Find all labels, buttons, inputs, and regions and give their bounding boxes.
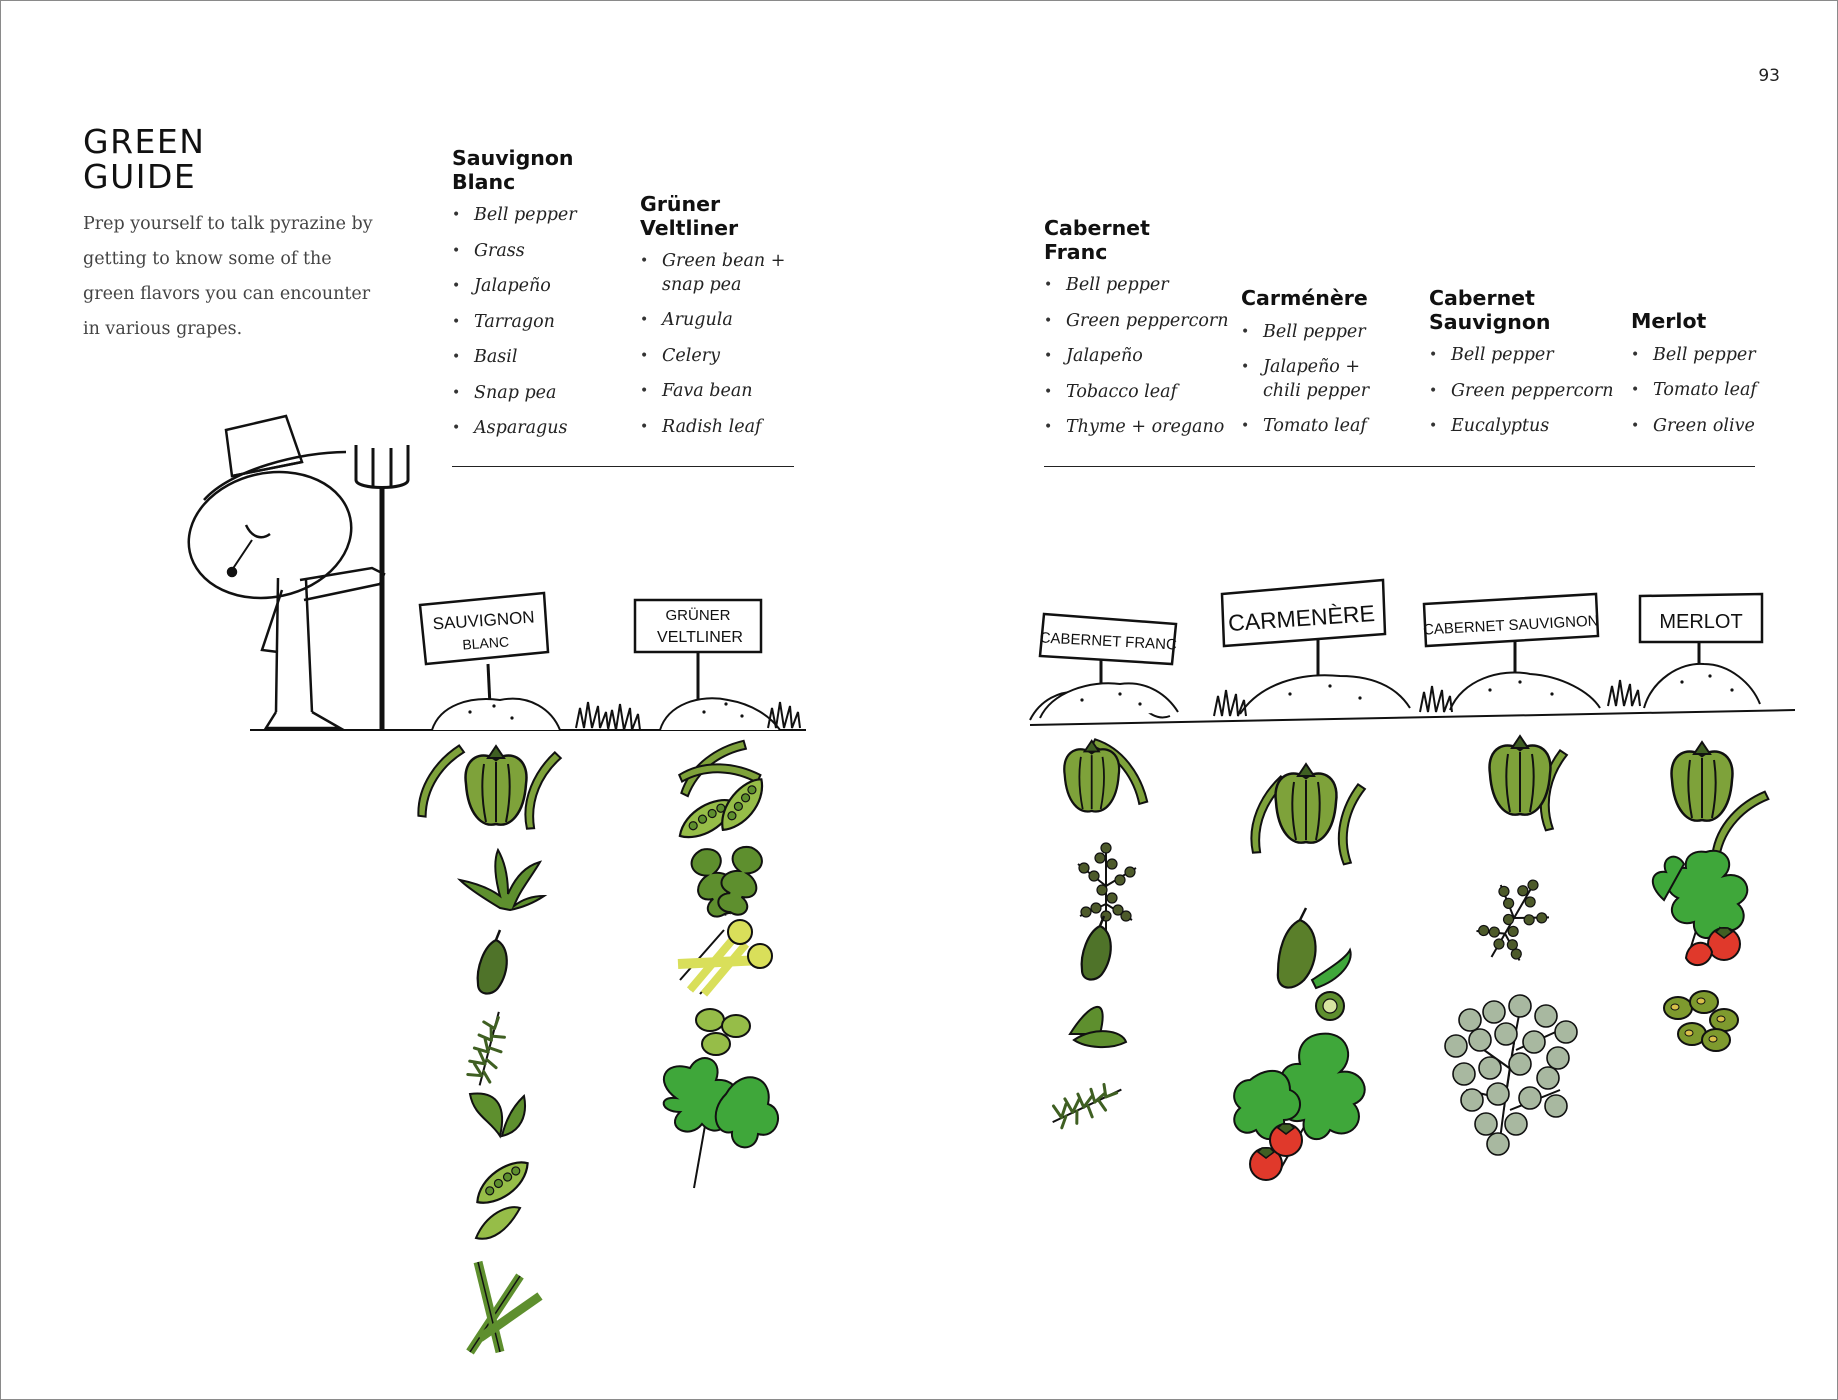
flavor-item: Fava bean	[640, 380, 790, 404]
asparagus-icon	[466, 1260, 543, 1355]
radish-leaf-icon	[662, 1057, 779, 1189]
flavor-item: Thyme + oregano	[1044, 416, 1239, 440]
flavor-item: Grass	[452, 240, 632, 264]
grape-column-carmenere: Carménère Bell pepper Jalapeño + chili p…	[1241, 286, 1421, 451]
peppercorn-icon	[1077, 842, 1137, 932]
flavor-item: Arugula	[640, 309, 790, 333]
grape-column-cabernet-sauvignon: Cabernet Sauvignon Bell pepper Green pep…	[1429, 286, 1619, 451]
tobacco-leaf-icon	[1068, 1005, 1128, 1048]
peppercorn-icon	[1466, 865, 1563, 973]
jalapeno-icon	[476, 928, 509, 995]
grape-column-gruner-veltliner: Grüner Veltliner Green bean + snap pea A…	[640, 192, 790, 451]
grape-name: Cabernet Franc	[1044, 216, 1150, 264]
tomato-leaf-icon	[1652, 849, 1749, 967]
sign-label: GRÜNER	[665, 606, 730, 624]
flavor-item: Jalapeño + chili pepper	[1241, 356, 1373, 403]
flavor-item: Bell pepper	[1631, 344, 1781, 368]
pitchfork-icon	[354, 445, 410, 730]
fava-bean-icon	[695, 1008, 751, 1056]
bell-pepper-icon	[1670, 740, 1779, 860]
flavor-item: Radish leaf	[640, 416, 790, 440]
sign-cabernet-franc: CABERNET FRANC	[1038, 612, 1178, 690]
flavor-list: Bell pepper Green peppercorn Jalapeño To…	[1044, 274, 1239, 440]
flavor-item: Bell pepper	[452, 204, 632, 228]
flavor-item: Jalapeño	[452, 275, 632, 299]
green-bean-icon	[671, 736, 776, 844]
flavor-item: Celery	[640, 345, 790, 369]
flavor-list: Bell pepper Tomato leaf Green olive	[1631, 344, 1781, 439]
sign-label: VELTLINER	[657, 629, 743, 646]
page-title: GREEN GUIDE	[83, 124, 205, 194]
tomato-leaf-icon	[1233, 1032, 1366, 1181]
sign-label: BLANC	[462, 633, 510, 652]
flavor-item: Tomato leaf	[1631, 379, 1781, 403]
flavor-item: Eucalyptus	[1429, 415, 1619, 439]
flavor-item: Bell pepper	[1044, 274, 1239, 298]
flavor-item: Green peppercorn	[1044, 310, 1239, 334]
celery-icon	[677, 919, 773, 997]
title-line-1: GREEN	[83, 122, 206, 161]
bell-pepper-icon	[1236, 762, 1378, 868]
arugula-icon	[683, 840, 770, 923]
flavor-item: Snap pea	[452, 382, 632, 406]
thyme-icon	[1048, 1074, 1124, 1139]
sign-merlot: MERLOT	[1638, 592, 1764, 666]
grape-column-cabernet-franc: Cabernet Franc Bell pepper Green pepperc…	[1044, 216, 1239, 452]
flavor-item: Basil	[452, 346, 632, 370]
green-olive-icon	[1663, 990, 1739, 1052]
grape-name: Sauvignon Blanc	[452, 146, 574, 194]
sign-gruner-veltliner: GRÜNER VELTLINER	[633, 598, 763, 700]
tarragon-icon	[447, 1008, 532, 1092]
flavor-item: Green peppercorn	[1429, 380, 1619, 404]
bell-pepper-icon	[1063, 729, 1152, 813]
chili-pepper-icon	[1276, 907, 1352, 1021]
flavor-item: Tomato leaf	[1241, 415, 1421, 439]
flavor-list: Green bean + snap pea Arugula Celery Fav…	[640, 250, 790, 439]
grape-name: Grüner Veltliner	[640, 192, 739, 240]
page-number: 93	[1758, 66, 1780, 86]
flavor-list: Bell pepper Jalapeño + chili pepper Toma…	[1241, 321, 1421, 439]
sign-sauvignon-blanc: SAUVIGNON BLANC	[418, 591, 550, 707]
flavor-item: Asparagus	[452, 417, 632, 441]
flavor-item: Green olive	[1631, 415, 1781, 439]
grape-name: Merlot	[1631, 309, 1707, 333]
bell-pepper-icon	[1488, 734, 1580, 834]
flavor-item: Jalapeño	[1044, 345, 1239, 369]
sign-label: MERLOT	[1659, 611, 1742, 633]
flavor-item: Bell pepper	[1429, 344, 1619, 368]
title-line-2: GUIDE	[83, 157, 197, 196]
intro-text: Prep yourself to talk pyrazine by gettin…	[83, 214, 373, 339]
grass-icon	[456, 847, 548, 912]
grape-column-merlot: Merlot Bell pepper Tomato leaf Green oli…	[1631, 309, 1781, 450]
basil-leaf-icon	[468, 1092, 526, 1139]
bell-pepper-icon	[403, 741, 574, 833]
divider-rule-right	[1044, 466, 1755, 467]
grape-name: Cabernet Sauvignon	[1429, 286, 1551, 334]
divider-rule-left	[452, 466, 794, 467]
farmer-figure	[187, 414, 386, 730]
eucalyptus-icon	[1444, 994, 1578, 1156]
sign-cabernet-sauvignon: CABERNET SAUVIGNON	[1423, 592, 1600, 676]
flavor-item: Tobacco leaf	[1044, 381, 1239, 405]
flavor-item: Green bean + snap pea	[640, 250, 790, 297]
flavor-item: Bell pepper	[1241, 321, 1421, 345]
ground-line-right	[1029, 709, 1796, 726]
flavor-item: Tarragon	[452, 311, 632, 335]
grape-column-sauvignon-blanc: Sauvignon Blanc Bell pepper Grass Jalape…	[452, 146, 632, 453]
grape-name: Carménère	[1241, 286, 1368, 310]
flavor-list: Bell pepper Grass Jalapeño Tarragon Basi…	[452, 204, 632, 441]
flavor-list: Bell pepper Green peppercorn Eucalyptus	[1429, 344, 1619, 439]
snap-pea-icon	[467, 1156, 538, 1240]
sign-carmenere: CARMENÈRE	[1220, 578, 1387, 680]
